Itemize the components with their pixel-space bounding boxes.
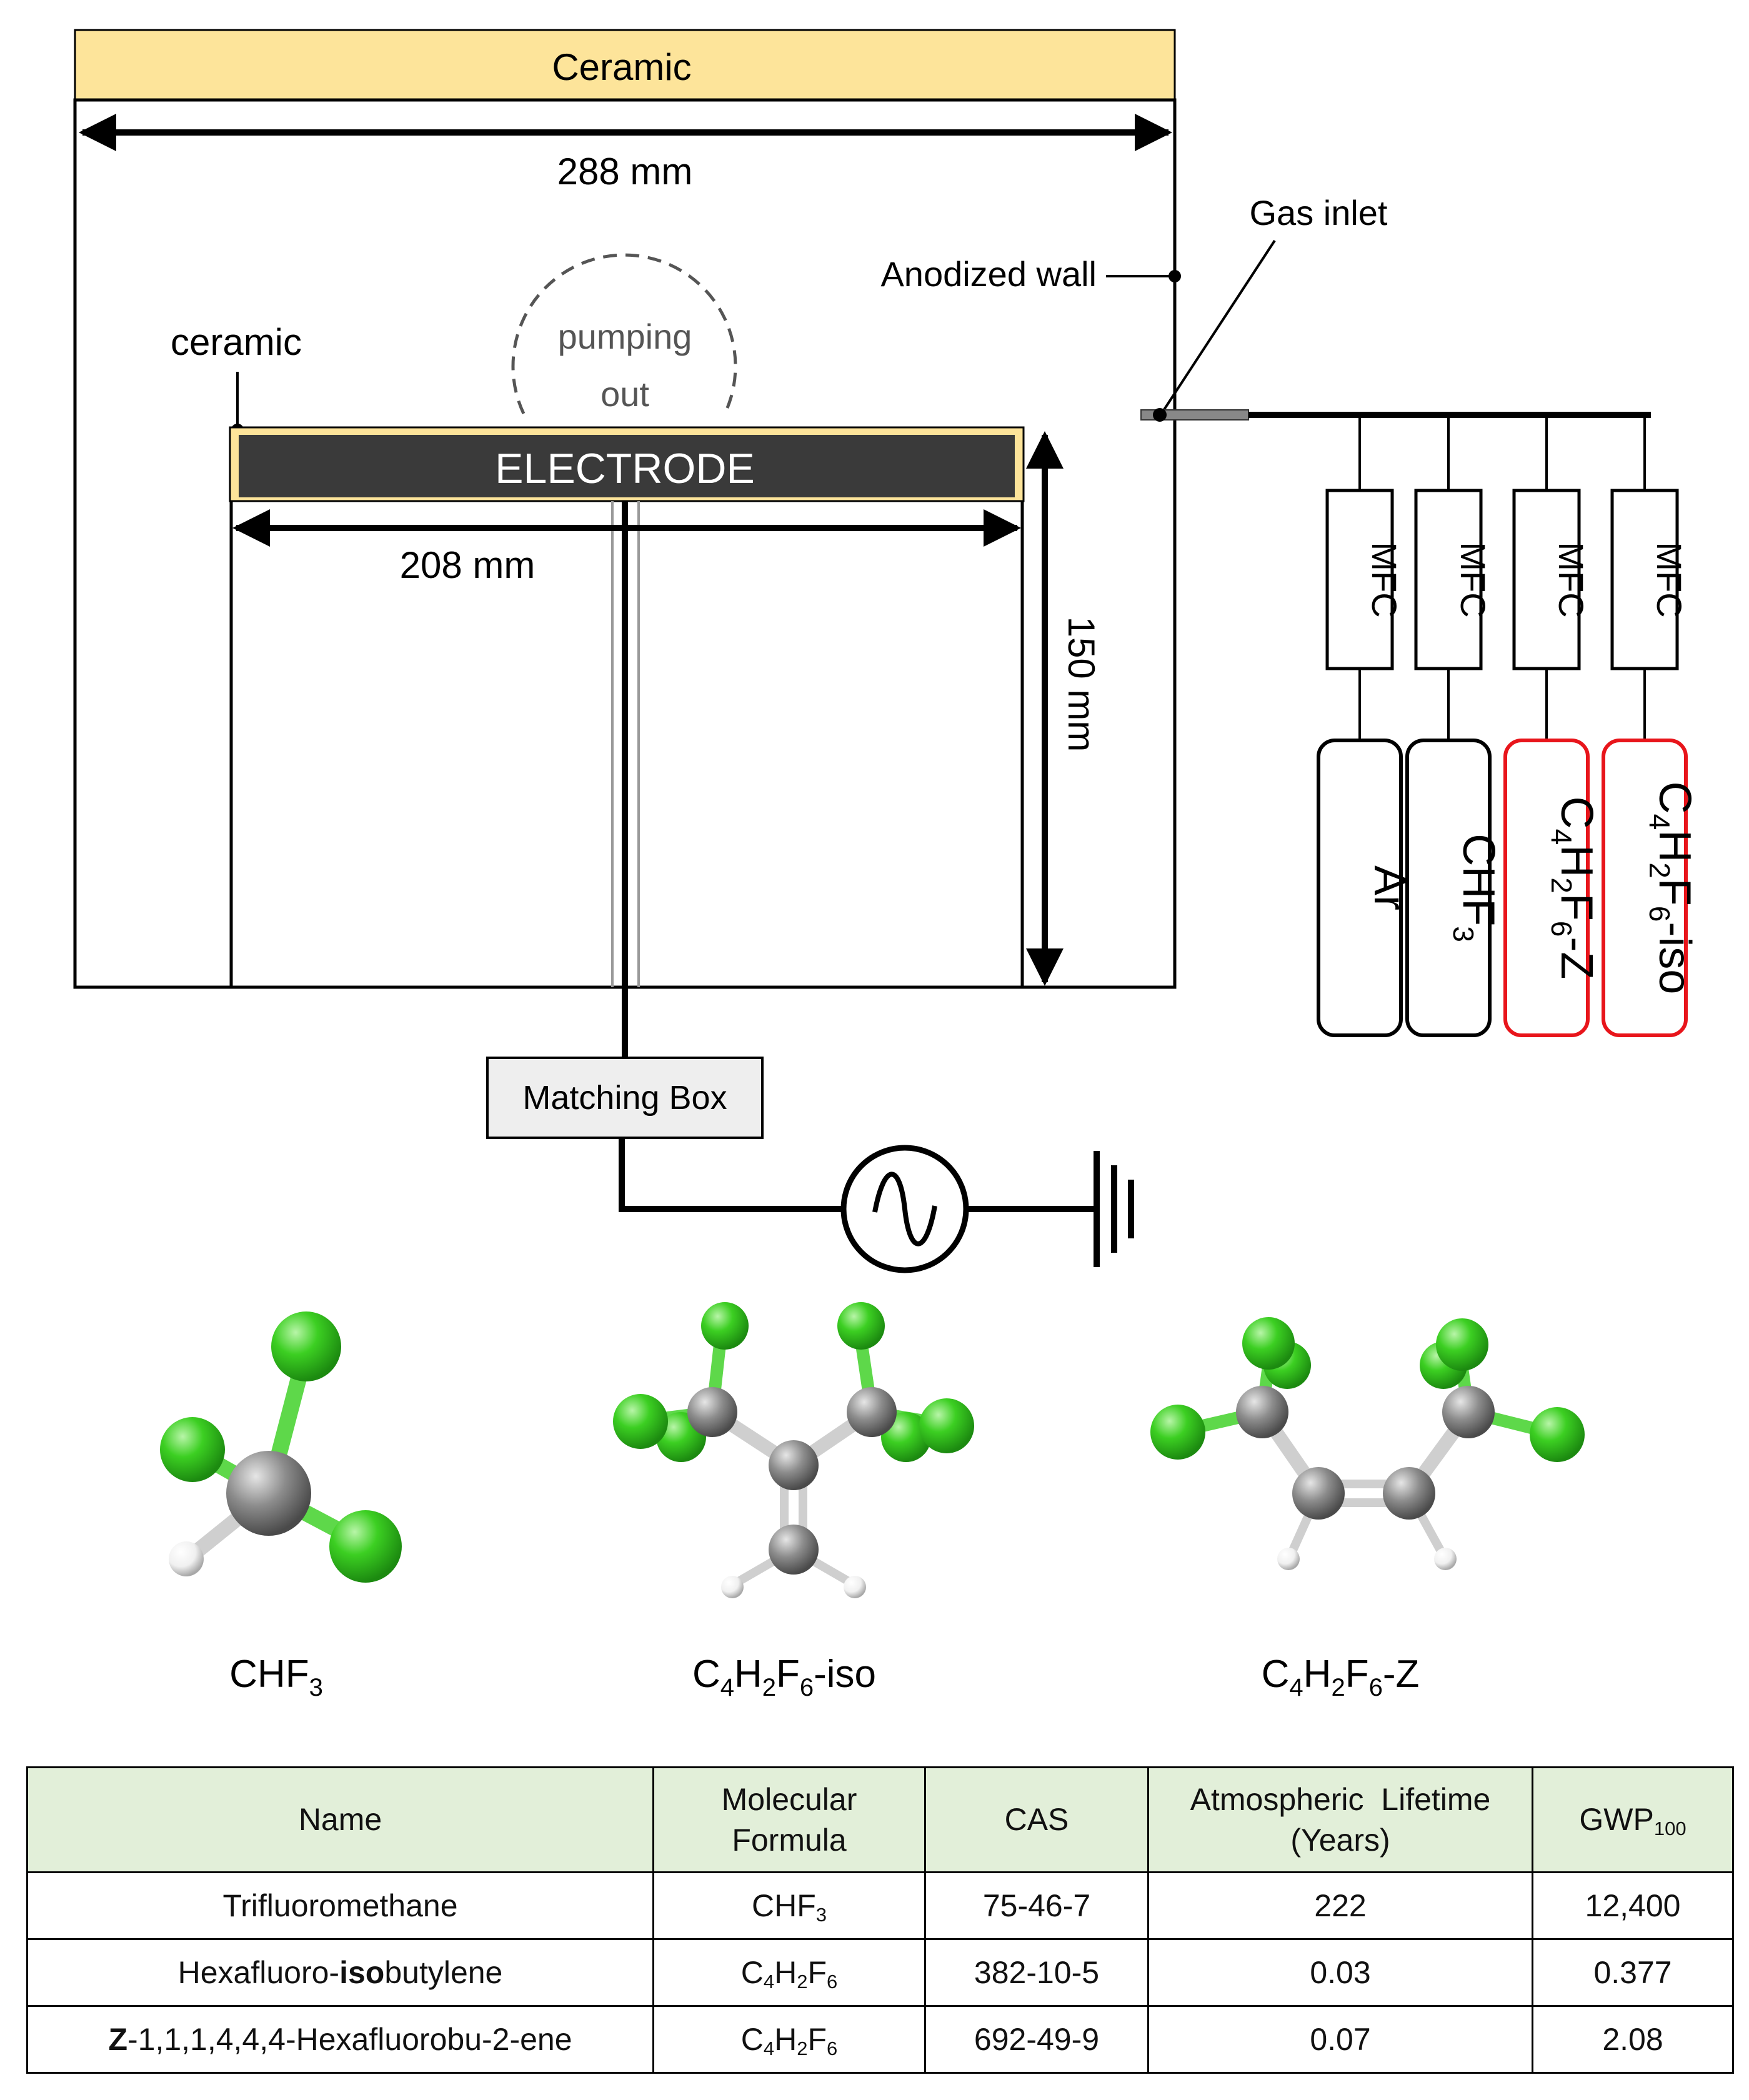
hydrogen-atom <box>1277 1548 1300 1570</box>
gas-cylinder <box>1317 739 1403 1037</box>
header-name: Name <box>26 1766 654 1873</box>
carbon-atom <box>687 1387 737 1437</box>
cell-gwp: 0.377 <box>1532 1938 1734 2007</box>
carbon-atom <box>226 1451 311 1536</box>
mfc-label: MFC <box>1650 542 1689 617</box>
molecule-c4h2f6-z <box>1150 1317 1585 1570</box>
table-row: Z-1,1,1,4,4,4-Hexafluorobu-2-ene C4H2F6 … <box>26 2005 1734 2074</box>
gas-inlet-dot <box>1153 408 1167 422</box>
ceramic-side-label: ceramic <box>171 321 302 363</box>
electrode-dimension-label: 208 mm <box>400 544 536 586</box>
matching-box <box>486 1057 764 1139</box>
table-row: Trifluoromethane CHF3 75-46-7 222 12,400 <box>26 1871 1734 1940</box>
gas-cylinder <box>1602 739 1688 1037</box>
header-cas: CAS <box>924 1766 1149 1873</box>
mfc-box <box>1325 489 1394 670</box>
fluorine-atom <box>1242 1317 1295 1370</box>
cell-lifetime: 222 <box>1147 1871 1533 1940</box>
header-gwp: GWP100 <box>1532 1766 1734 1873</box>
molecule-label-iso: C4H2F6-iso <box>692 1653 876 1701</box>
fluorine-atom <box>271 1311 341 1381</box>
cell-cas: 75-46-7 <box>924 1871 1149 1940</box>
cell-lifetime: 0.07 <box>1147 2005 1533 2074</box>
gas-cylinder <box>1503 739 1590 1037</box>
fluorine-atom <box>701 1302 749 1350</box>
gas-cylinder-label: CHF3 <box>1447 834 1503 942</box>
cell-name: Hexafluoro-isobutylene <box>26 1938 654 2007</box>
ceramic-top-band <box>74 29 1176 101</box>
carbon-atom <box>1383 1467 1435 1520</box>
molecule-label-z: C4H2F6-Z <box>1262 1653 1420 1701</box>
cell-cas: 692-49-9 <box>924 2005 1149 2074</box>
carbon-atom <box>769 1440 819 1490</box>
fluorine-atom <box>837 1302 885 1350</box>
carbon-atom <box>1442 1386 1495 1438</box>
sine-wave-icon <box>872 1172 937 1247</box>
pumping-label-line2: out <box>600 374 649 414</box>
cell-formula: C4H2F6 <box>652 1938 926 2007</box>
hydrogen-atom <box>1434 1548 1457 1570</box>
electrode <box>239 435 1015 497</box>
mfc-box <box>1610 489 1679 670</box>
anodized-wall-label: Anodized wall <box>880 254 1097 294</box>
pumping-out-circle <box>511 253 737 415</box>
molecule-chf3 <box>160 1311 402 1583</box>
mfc-label: MFC <box>1365 542 1404 617</box>
electrode-label: ELECTRODE <box>495 445 755 492</box>
fluorine-atom <box>1150 1405 1205 1460</box>
fluorine-atom <box>329 1510 402 1583</box>
width-dimension-label: 288 mm <box>557 151 693 192</box>
carbon-atom <box>1292 1467 1345 1520</box>
gas-inlet-label: Gas inlet <box>1250 193 1388 232</box>
rf-feed-line <box>619 1138 844 1212</box>
cell-lifetime: 0.03 <box>1147 1938 1533 2007</box>
gas-cylinder <box>1405 739 1492 1037</box>
chamber-diagram: Ceramic 288 mm Gas inlet Anodized wall c… <box>73 29 1700 1701</box>
molecule-label-chf3: CHF3 <box>229 1653 323 1701</box>
fluorine-atom <box>160 1417 225 1482</box>
molecule-c4h2f6-iso <box>613 1302 974 1598</box>
cell-formula: CHF3 <box>652 1871 926 1940</box>
carbon-atom <box>769 1525 819 1575</box>
fluorine-atom <box>1436 1318 1488 1371</box>
pumping-label-line1: pumping <box>558 317 692 356</box>
fluorine-atom <box>881 1412 931 1462</box>
fluorine-atom <box>613 1394 668 1449</box>
fluorine-atom <box>1530 1407 1585 1462</box>
mfc-box <box>1512 489 1581 670</box>
mfc-label: MFC <box>1552 542 1591 617</box>
ceramic-top-label: Ceramic <box>552 46 691 88</box>
gas-inlet-leader <box>1161 239 1276 414</box>
cell-name: Z-1,1,1,4,4,4-Hexafluorobu-2-ene <box>26 2005 654 2074</box>
table-row: Hexafluoro-isobutylene C4H2F6 382-10-5 0… <box>26 1938 1734 2007</box>
fluorine-atom <box>919 1398 974 1453</box>
gas-cylinder-label: C4H2F6-Z <box>1545 797 1602 980</box>
hydrogen-atom <box>169 1541 204 1576</box>
header-lifetime: Atmospheric Lifetime(Years) <box>1147 1766 1533 1873</box>
hydrogen-atom <box>844 1576 866 1598</box>
cell-name: Trifluoromethane <box>26 1871 654 1940</box>
carbon-atom <box>847 1387 897 1437</box>
matching-box-label: Matching Box <box>522 1079 727 1117</box>
anodized-wall-dot <box>1168 270 1181 282</box>
hydrogen-atom <box>721 1576 744 1598</box>
cell-cas: 382-10-5 <box>924 1938 1149 2007</box>
cell-formula: C4H2F6 <box>652 2005 926 2074</box>
cell-gwp: 2.08 <box>1532 2005 1734 2074</box>
mfc-label: MFC <box>1453 542 1493 617</box>
height-dimension-label: 150 mm <box>1060 617 1102 752</box>
cell-gwp: 12,400 <box>1532 1871 1734 1940</box>
carbon-atom <box>1236 1386 1288 1438</box>
gas-cylinder-label: C4H2F6-iso <box>1643 782 1700 995</box>
